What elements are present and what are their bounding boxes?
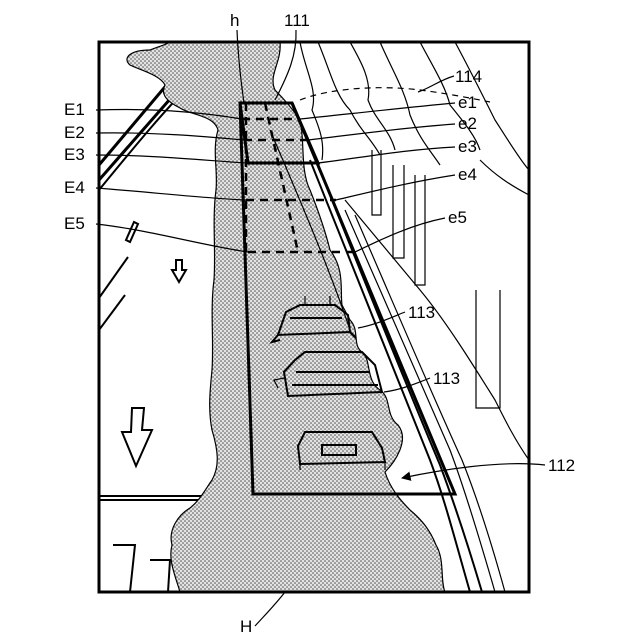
label-e4: e4 (458, 165, 477, 184)
label-H: H (240, 617, 252, 636)
label-111: 111 (284, 11, 310, 30)
label-E4: E4 (64, 178, 85, 197)
label-e5: e5 (448, 208, 467, 227)
label-114: 114 (455, 67, 482, 86)
shaded-region-H (127, 42, 445, 592)
label-e3: e3 (458, 137, 477, 156)
label-E2: E2 (64, 123, 85, 142)
direction-arrow-large (122, 408, 152, 466)
direction-arrow-small (172, 260, 186, 282)
label-e1: e1 (458, 93, 477, 112)
label-113-upper: 113 (408, 303, 435, 322)
label-112: 112 (548, 456, 575, 475)
label-E3: E3 (64, 145, 85, 164)
label-e2: e2 (458, 114, 477, 133)
label-113-lower: 113 (433, 369, 460, 388)
label-E1: E1 (64, 100, 85, 119)
label-h: h (230, 11, 239, 30)
label-E5: E5 (64, 214, 85, 233)
